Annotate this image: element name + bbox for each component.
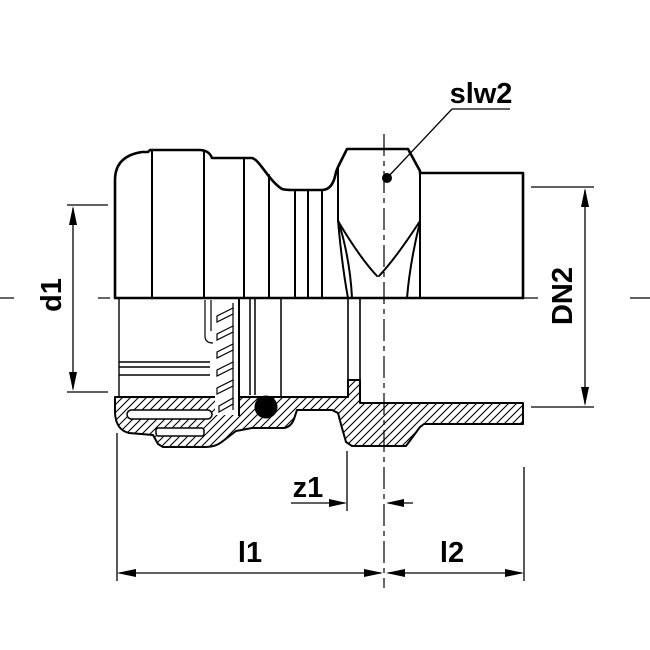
arrow-down-icon	[69, 372, 77, 391]
label-dn2: DN2	[547, 267, 579, 325]
arrow-left-icon	[386, 499, 404, 507]
centerlines	[0, 134, 650, 588]
dimension-d1	[67, 204, 108, 393]
label-d1: d1	[36, 278, 68, 312]
arrow-left-icon	[117, 569, 136, 577]
arrow-right-icon	[329, 499, 347, 507]
press-end-internals	[118, 298, 361, 437]
slw2-reference-dot	[382, 173, 392, 183]
arrow-right-icon	[364, 569, 383, 577]
arrow-right-icon	[505, 569, 524, 577]
label-l1: l1	[238, 537, 262, 569]
o-ring	[254, 395, 278, 419]
sleeve-slot-window-lower	[155, 427, 205, 437]
label-slw2: slw2	[450, 78, 513, 110]
dimension-z1	[291, 451, 413, 511]
retaining-clip-lines	[204, 300, 214, 344]
label-l2: l2	[440, 537, 464, 569]
thread-shoulder-lines	[347, 298, 361, 380]
section-hatched-wall	[114, 379, 524, 448]
sleeve-slot-window-upper	[126, 409, 213, 420]
fitting-section	[114, 296, 524, 448]
arrow-up-icon	[69, 206, 77, 225]
dimension-dn2	[531, 186, 594, 408]
callout-slw2	[382, 108, 510, 183]
dimension-l2	[386, 467, 525, 581]
body-outline	[113, 147, 525, 300]
arrow-up-icon	[581, 188, 589, 207]
grip-ring-teeth	[215, 298, 240, 416]
support-sleeve-lines	[119, 361, 210, 376]
label-z1: z1	[293, 472, 324, 504]
arrow-down-icon	[581, 387, 589, 406]
dimension-l1	[116, 433, 383, 581]
fitting-elevation	[113, 147, 525, 300]
slw2-leader-line	[386, 108, 453, 179]
oring-pocket-lines	[249, 298, 282, 396]
arrow-left-icon	[386, 569, 405, 577]
press-sleeve-rib-lines	[151, 150, 323, 299]
hex-nut-facet-lines	[337, 166, 421, 299]
